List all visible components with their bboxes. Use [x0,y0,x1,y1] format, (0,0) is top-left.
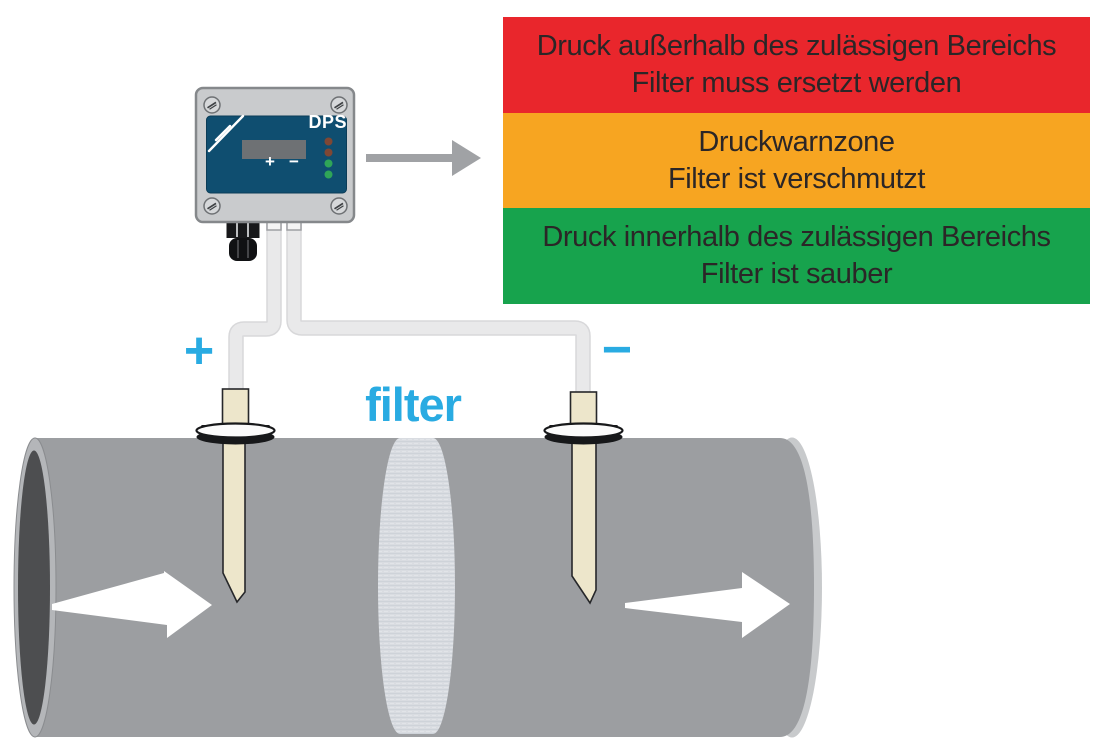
legend-alarm-line2: Filter muss ersetzt werden [631,66,962,99]
probe-minus [543,391,624,605]
dps-led-4 [324,170,333,179]
screw-slot [207,202,217,210]
dps-device [194,86,356,261]
probe-plus-spike [222,437,246,604]
dps-display [242,140,306,159]
dps-led-2 [324,148,333,157]
legend-ok-line1: Druck innerhalb des zulässigen Bereichs [542,221,1051,254]
dps-break-symbol-icon [207,114,245,153]
pipe-opening-interior [18,450,50,725]
legend-alarm-line1: Druck außerhalb des zulässigen Bereichs [536,29,1057,62]
screw-slot [209,104,217,110]
dps-screw-bottom-left [203,197,221,215]
cable-gland-body [229,238,257,261]
legend-band-ok: Druck innerhalb des zulässigen Bereichs … [503,208,1090,305]
dps-screw-bottom-right [330,197,348,215]
dps-screw-top-left [203,96,221,114]
filter-label: filter [365,378,462,431]
legend-warning-line2: Filter ist verschmutzt [667,162,926,195]
screw-slot [207,101,217,109]
pointer-arrow-icon [366,140,481,176]
status-legend: Druck außerhalb des zulässigen Bereichs … [503,17,1090,305]
legend-ok-line2: Filter ist sauber [700,258,893,291]
tube-minus [287,215,590,403]
legend-band-alarm: Druck außerhalb des zulässigen Bereichs … [503,17,1090,113]
screw-slot [336,205,344,211]
flow-arrow-right [625,572,790,638]
tube-plus [229,215,281,399]
probe-plus-flange [195,422,276,439]
cable-gland [226,217,260,261]
flow-arrow-left [52,571,212,638]
dps-panel-minus-label: − [289,152,299,171]
legend-band-warning: Druckwarnzone Filter ist verschmutzt [503,112,1090,209]
screw-slot [334,202,344,210]
duct-pipe [13,437,822,738]
dps-led-3 [324,159,333,168]
tube-minus-label: − [601,321,633,379]
pressure-tubes [228,214,591,404]
dps-panel-plus-label: + [265,152,275,171]
pointer-arrow-shaft [366,154,454,162]
screw-slot [209,205,217,211]
tube-plus-label: + [183,322,215,380]
filter-band [378,438,455,734]
probe-minus-spike [571,439,597,605]
pointer-arrow-head [452,140,481,176]
probe-plus [195,388,276,604]
legend-warning-line1: Druckwarnzone [698,125,895,158]
dps-led-1 [324,137,333,146]
dps-screw-top-right [330,96,348,114]
dps-model-label: DPS [308,112,347,132]
probe-minus-flange [543,422,624,439]
screw-slot [336,104,344,110]
screw-slot [334,101,344,109]
